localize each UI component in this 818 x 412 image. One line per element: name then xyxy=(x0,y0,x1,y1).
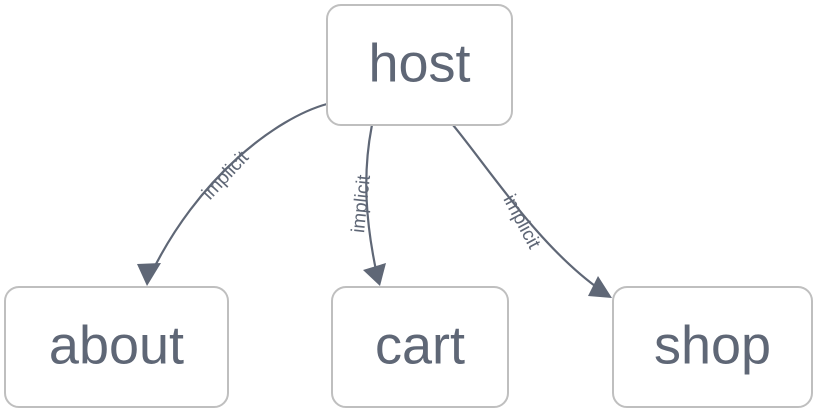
node-cart[interactable]: cart xyxy=(331,286,509,408)
edge-path xyxy=(451,123,604,293)
node-label: cart xyxy=(375,315,465,375)
node-box xyxy=(326,4,513,126)
node-label: host xyxy=(368,33,470,93)
node-label: shop xyxy=(654,315,771,375)
node-box xyxy=(612,286,813,408)
edge-host-cart[interactable]: implicit xyxy=(348,123,386,286)
arrowhead-icon xyxy=(588,276,612,298)
node-host[interactable]: host xyxy=(326,4,513,126)
edge-label-group-host-about: implicit xyxy=(198,147,253,204)
node-box xyxy=(4,286,229,408)
edge-host-about[interactable]: implicit xyxy=(137,102,329,286)
node-about[interactable]: about xyxy=(4,286,229,408)
edge-label: implicit xyxy=(348,173,375,234)
edge-label-group-host-cart: implicit xyxy=(348,173,375,234)
edge-path xyxy=(148,102,329,278)
node-box xyxy=(331,286,509,408)
edge-label: implicit xyxy=(499,191,545,253)
edge-host-shop[interactable]: implicit xyxy=(451,123,612,298)
edge-label: implicit xyxy=(198,147,253,204)
edge-path xyxy=(365,123,379,277)
arrowhead-icon xyxy=(137,263,161,286)
node-label: about xyxy=(49,315,184,375)
arrowhead-icon xyxy=(363,263,386,286)
edge-label-group-host-shop: implicit xyxy=(499,191,545,253)
node-shop[interactable]: shop xyxy=(612,286,813,408)
